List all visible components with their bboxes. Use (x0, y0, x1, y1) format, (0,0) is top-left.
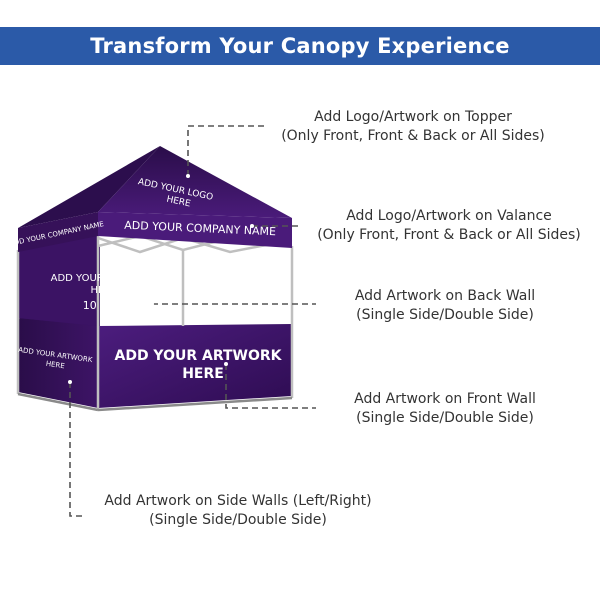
callout-valance-title: Add Logo/Artwork on Valance (346, 208, 552, 224)
callout-back-wall: Add Artwork on Back Wall (Single Side/Do… (320, 287, 570, 325)
back-wall-panel (18, 232, 98, 326)
header-banner: Transform Your Canopy Experience (0, 27, 600, 65)
front-wall (98, 324, 292, 408)
side-wall-text-2: HERE (45, 360, 65, 371)
valance-front (98, 212, 292, 248)
callout-topper: Add Logo/Artwork on Topper (Only Front, … (268, 108, 558, 146)
callout-back-wall-sub: (Single Side/Double Side) (356, 307, 534, 323)
callout-side-walls-sub: (Single Side/Double Side) (149, 512, 327, 528)
leader-lines (69, 125, 316, 517)
callout-front-wall-title: Add Artwork on Front Wall (354, 391, 536, 407)
callout-topper-title: Add Logo/Artwork on Topper (314, 109, 512, 125)
callout-topper-sub: (Only Front, Front & Back or All Sides) (281, 128, 545, 144)
callout-side-walls-title: Add Artwork on Side Walls (Left/Right) (104, 493, 372, 509)
back-wall-text-2: HERE (90, 285, 117, 296)
back-wall-text-1: ADD YOUR ARTWORK (51, 273, 158, 284)
valance-side (18, 212, 98, 252)
callout-front-wall: Add Artwork on Front Wall (Single Side/D… (320, 390, 570, 428)
side-wall (18, 318, 98, 408)
page-title: Transform Your Canopy Experience (90, 34, 510, 58)
callout-valance-sub: (Only Front, Front & Back or All Sides) (317, 227, 581, 243)
topper (18, 146, 292, 228)
callout-side-walls: Add Artwork on Side Walls (Left/Right) (… (88, 492, 388, 530)
back-wall-text-3: 10 X 10 (83, 299, 126, 312)
callout-valance: Add Logo/Artwork on Valance (Only Front,… (304, 207, 594, 245)
callout-back-wall-title: Add Artwork on Back Wall (354, 288, 536, 304)
callout-front-wall-sub: (Single Side/Double Side) (356, 410, 534, 426)
front-wall-text-2: HERE (182, 366, 224, 382)
leader-dots (68, 174, 254, 384)
front-wall-text-1: ADD YOUR ARTWORK (114, 348, 282, 364)
